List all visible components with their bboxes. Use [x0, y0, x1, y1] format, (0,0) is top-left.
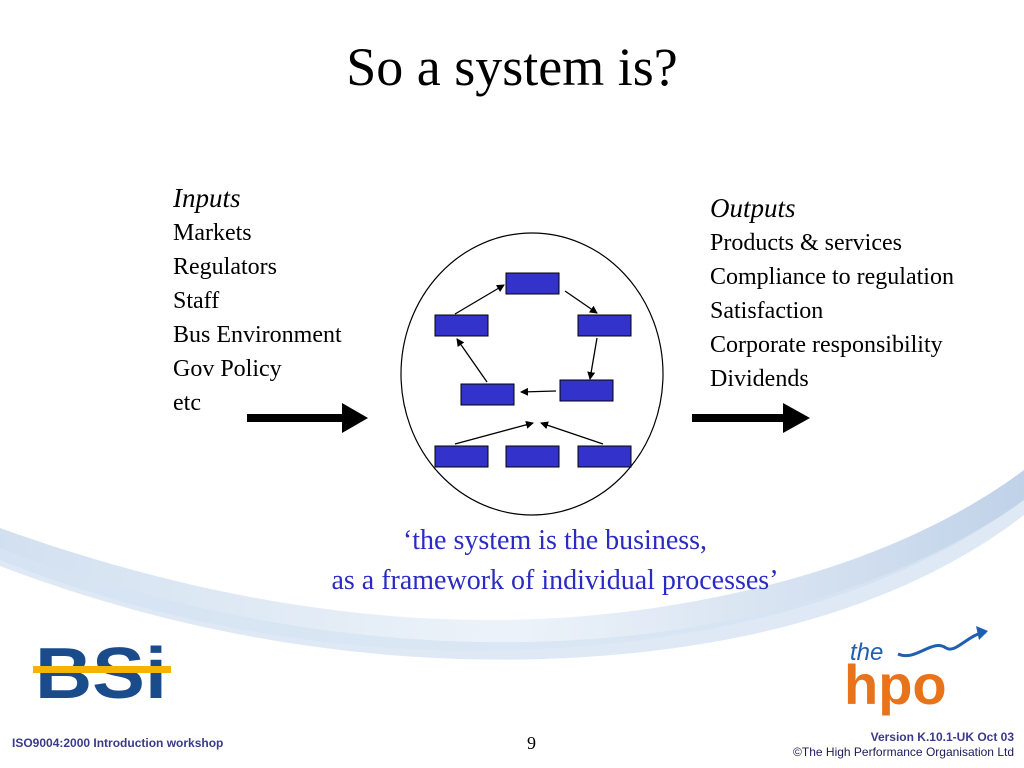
- flow-arrow: [456, 338, 488, 383]
- list-item: Products & services: [710, 230, 902, 256]
- outputs-heading: Outputs: [710, 193, 796, 223]
- process-boxes: [434, 272, 632, 468]
- list-item: Gov Policy: [173, 356, 282, 382]
- bsi-logo: BSi: [33, 634, 171, 714]
- flow-arrow: [454, 420, 534, 445]
- list-item: Dividends: [710, 366, 809, 392]
- svg-text:the: the: [850, 639, 883, 666]
- process-box: [505, 272, 560, 295]
- quote-line: as a framework of individual processes’: [331, 565, 779, 596]
- system-circle: [400, 232, 664, 516]
- hpo-logo: the hpo: [844, 626, 988, 716]
- flow-arrow: [587, 337, 598, 380]
- system-diagram: [247, 232, 810, 516]
- version-text: Version K.10.1-UK Oct 03: [870, 730, 1014, 744]
- flow-arrow: [564, 290, 598, 314]
- quote-line: ‘the system is the business,: [402, 525, 708, 556]
- output-arrow: [692, 403, 810, 433]
- list-item: Bus Environment: [173, 322, 342, 348]
- footer-version: Version K.10.1-UK Oct 03 ©The High Perfo…: [793, 730, 1014, 760]
- process-box: [577, 445, 632, 468]
- page-number: 9: [527, 733, 536, 753]
- list-item: Satisfaction: [710, 298, 824, 324]
- copyright-text: ©The High Performance Organisation Ltd: [793, 745, 1014, 759]
- footer-workshop-label: ISO9004:2000 Introduction workshop: [12, 736, 224, 750]
- list-item: Staff: [173, 288, 220, 314]
- process-box: [577, 314, 632, 337]
- list-item: etc: [173, 390, 201, 416]
- flow-arrow: [520, 387, 557, 396]
- svg-text:hpo: hpo: [844, 653, 947, 716]
- input-arrow: [247, 403, 368, 433]
- slide-title: So a system is?: [346, 37, 678, 97]
- process-box: [460, 383, 515, 406]
- inputs-heading: Inputs: [173, 183, 241, 213]
- process-box: [559, 379, 614, 402]
- system-quote: ‘the system is the business, as a framew…: [0, 521, 1024, 601]
- process-box: [505, 445, 560, 468]
- list-item: Regulators: [173, 254, 277, 280]
- flow-arrow: [454, 284, 505, 315]
- list-item: Compliance to regulation: [710, 264, 954, 290]
- process-box: [434, 314, 489, 337]
- list-item: Markets: [173, 220, 252, 246]
- flow-arrow: [540, 421, 604, 445]
- inputs-list: Inputs Markets Regulators Staff Bus Envi…: [173, 180, 342, 420]
- list-item: Corporate responsibility: [710, 332, 943, 358]
- process-box: [434, 445, 489, 468]
- svg-text:BSi: BSi: [35, 634, 167, 714]
- outputs-list: Outputs Products & services Compliance t…: [710, 190, 954, 396]
